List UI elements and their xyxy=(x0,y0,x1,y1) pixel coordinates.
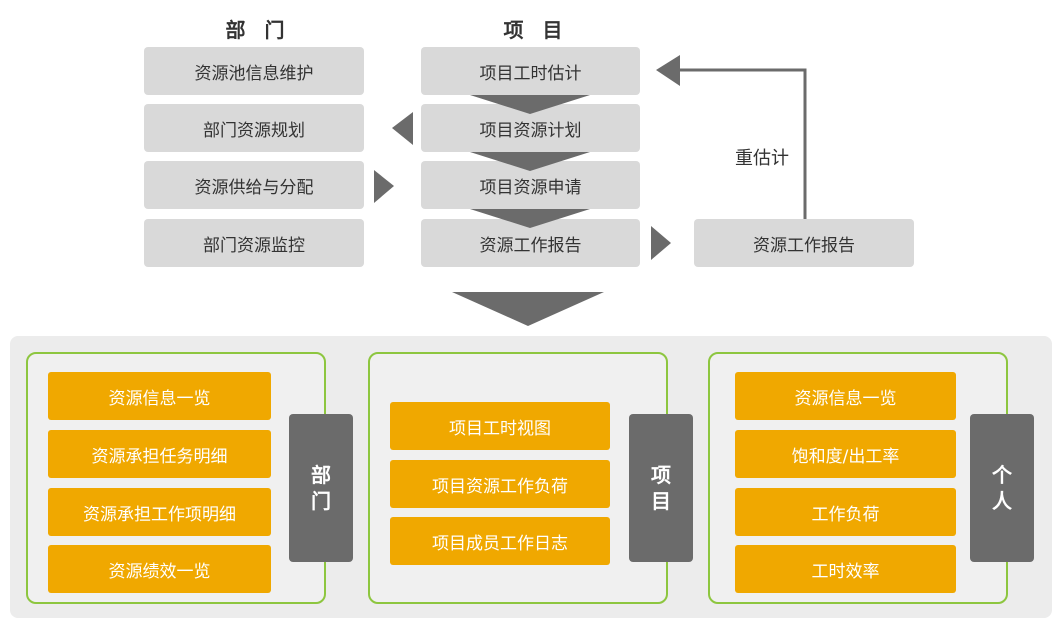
dept-panel-item: 资源承担任务明细 xyxy=(48,430,271,478)
proj-item-hour-estimate: 项目工时估计 xyxy=(421,47,640,95)
personal-panel-item: 工时效率 xyxy=(735,545,956,593)
dept-item-resource-planning: 部门资源规划 xyxy=(144,104,364,152)
right-arrow-supply xyxy=(374,170,394,203)
personal-panel-item: 资源信息一览 xyxy=(735,372,956,420)
dept-item-resource-monitoring: 部门资源监控 xyxy=(144,219,364,267)
dept-item-pool-maintenance: 资源池信息维护 xyxy=(144,47,364,95)
re-estimate-label: 重估计 xyxy=(735,148,789,169)
work-report-box: 资源工作报告 xyxy=(694,219,914,267)
feedback-line xyxy=(680,68,807,219)
right-arrow-report xyxy=(651,226,671,260)
project-tab-label: 项目 xyxy=(651,463,671,513)
personal-tab: 个人 xyxy=(970,414,1034,562)
big-down-arrow xyxy=(452,292,604,326)
left-arrow-plan xyxy=(392,112,413,145)
dept-item-supply-allocation: 资源供给与分配 xyxy=(144,161,364,209)
down-arrow-1 xyxy=(470,95,590,114)
personal-tab-label: 个人 xyxy=(992,463,1012,513)
dept-panel-item: 资源承担工作项明细 xyxy=(48,488,271,536)
proj-panel-item: 项目资源工作负荷 xyxy=(390,460,610,508)
project-header: 项 目 xyxy=(503,18,569,42)
down-arrow-3 xyxy=(470,209,590,228)
feedback-arrowhead xyxy=(656,55,680,86)
dept-panel-item: 资源信息一览 xyxy=(48,372,271,420)
proj-item-resource-request: 项目资源申请 xyxy=(421,161,640,209)
personal-panel-item: 饱和度/出工率 xyxy=(735,430,956,478)
project-tab: 项目 xyxy=(629,414,693,562)
proj-panel-item: 项目成员工作日志 xyxy=(390,517,610,565)
personal-panel-item: 工作负荷 xyxy=(735,488,956,536)
proj-panel-item: 项目工时视图 xyxy=(390,402,610,450)
department-tab: 部门 xyxy=(289,414,353,562)
department-header: 部 门 xyxy=(225,18,291,42)
department-tab-label: 部门 xyxy=(311,463,331,513)
down-arrow-2 xyxy=(470,152,590,171)
dept-panel-item: 资源绩效一览 xyxy=(48,545,271,593)
